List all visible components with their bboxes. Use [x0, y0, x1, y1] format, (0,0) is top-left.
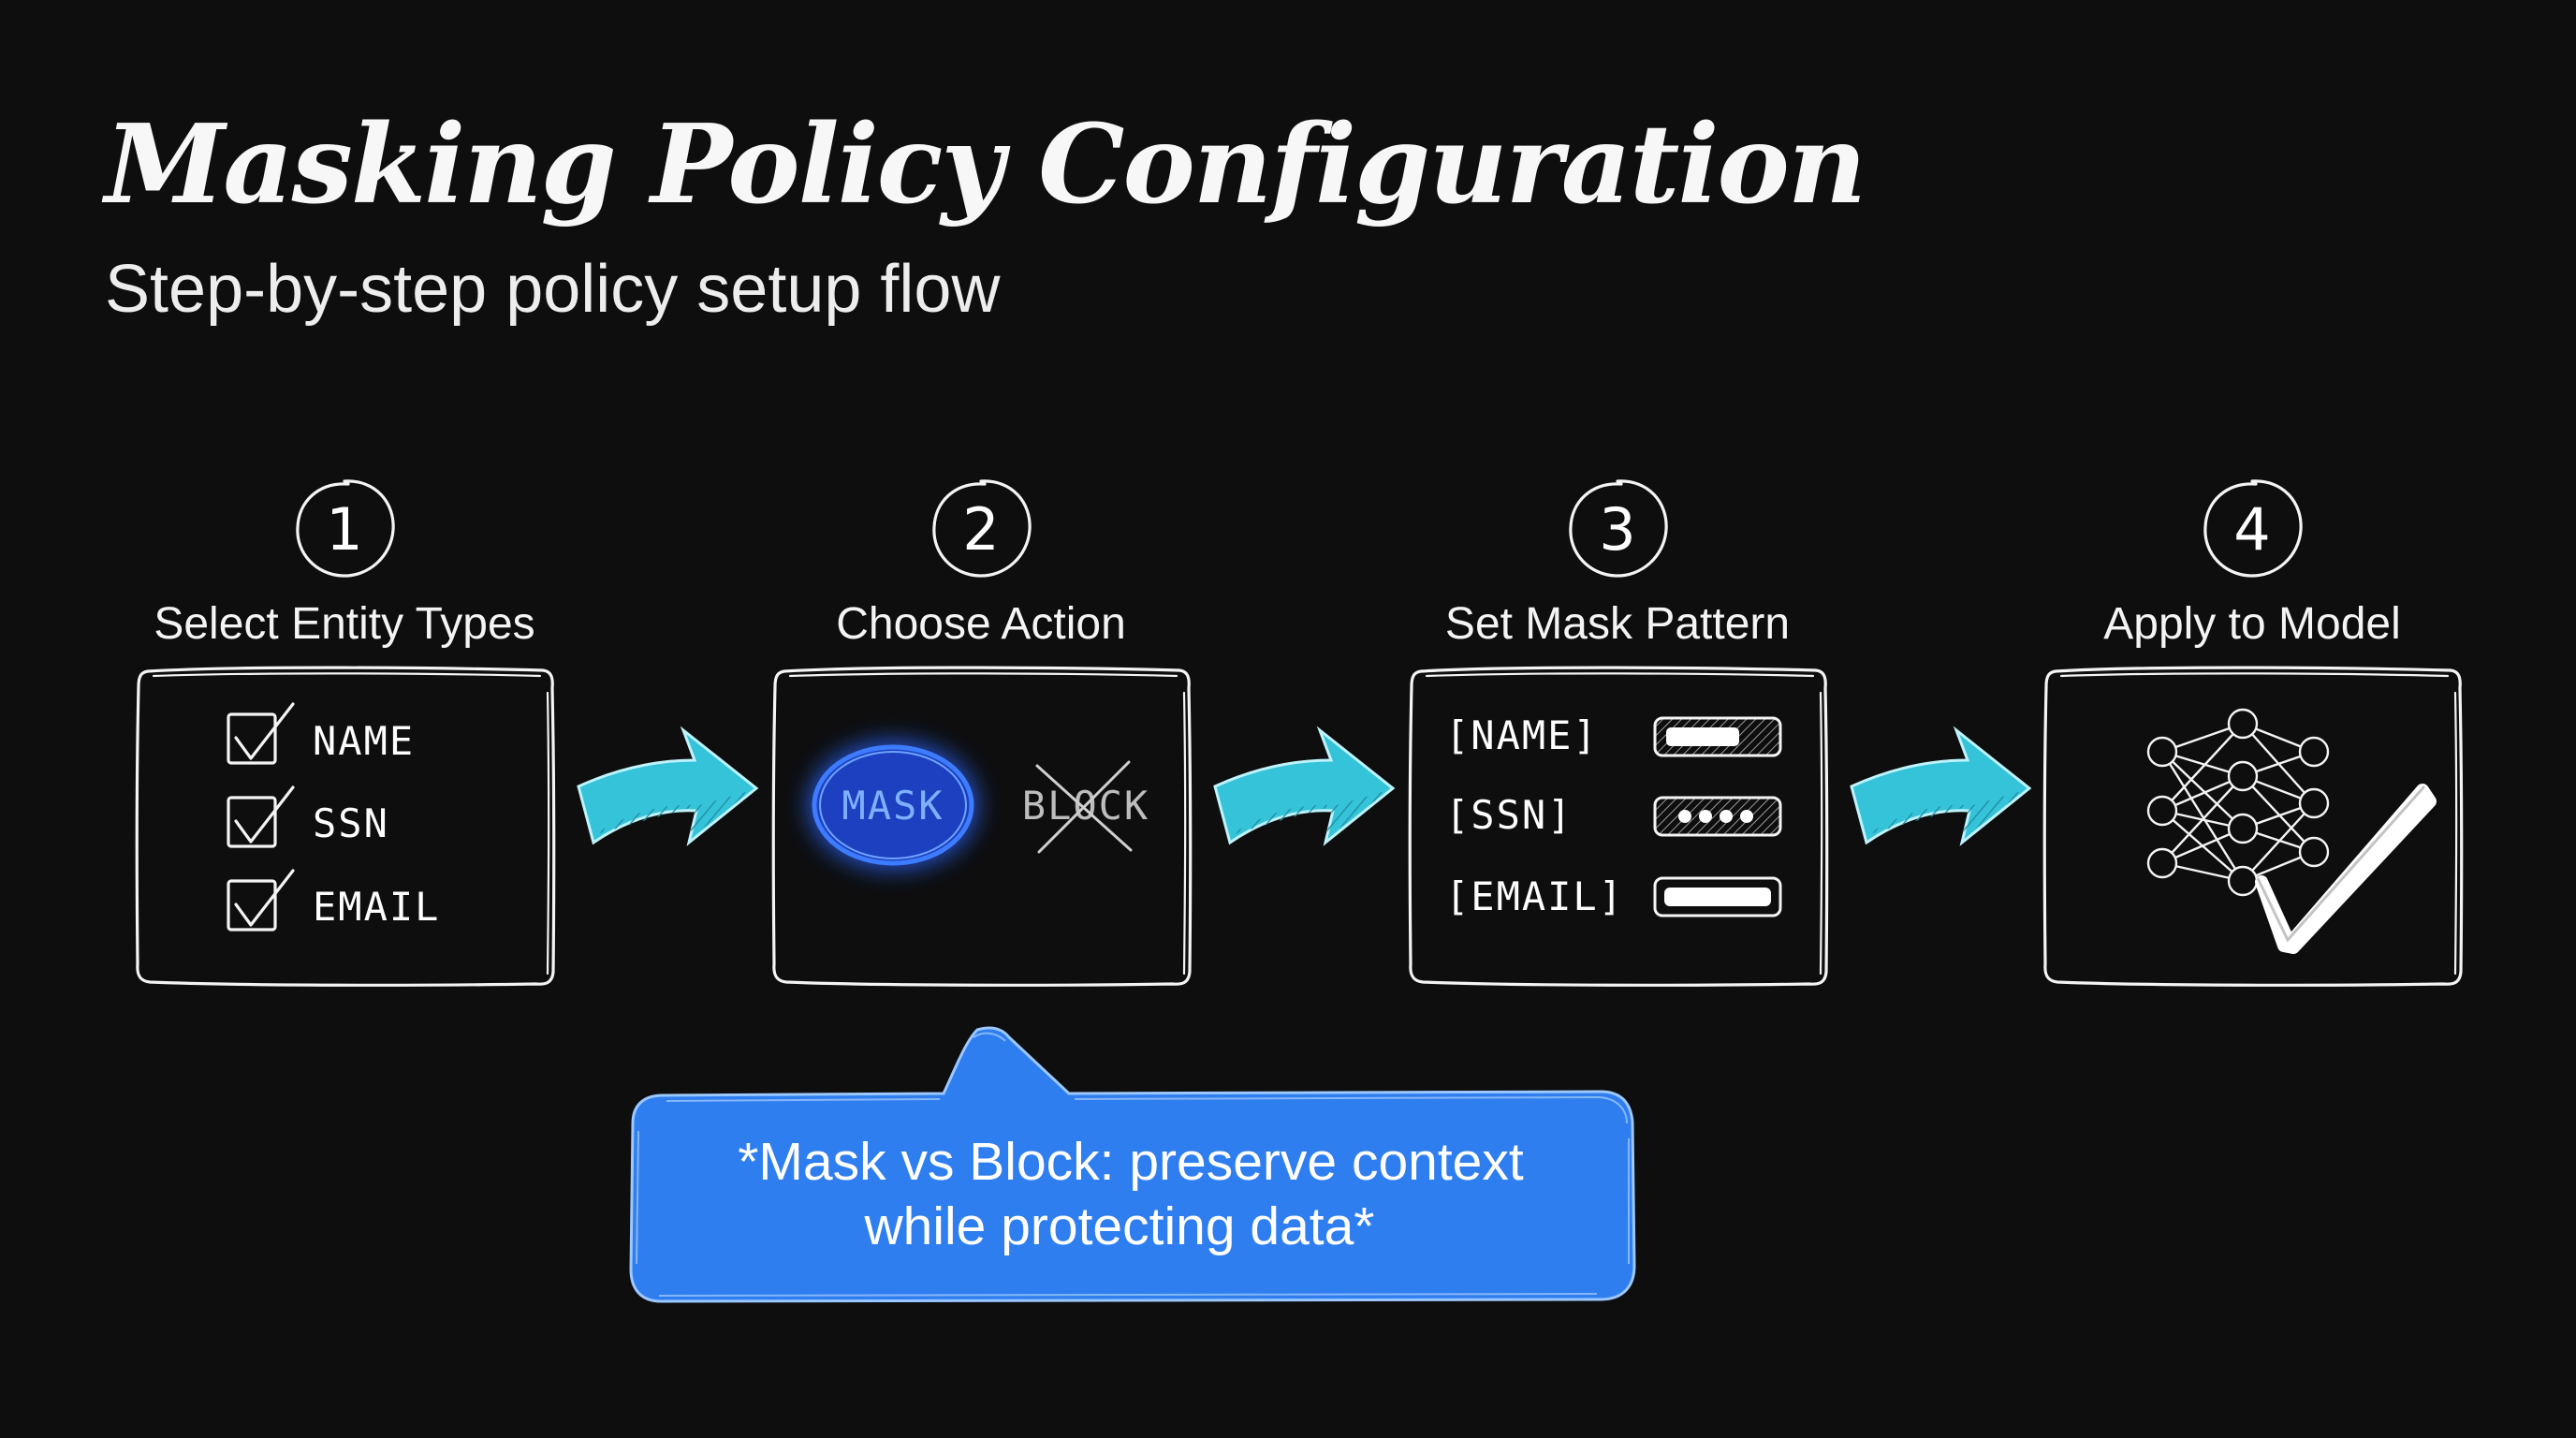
entity-email-label: EMAIL [313, 884, 440, 930]
ssn-dots-icon [1678, 810, 1753, 823]
step-3-card [1408, 666, 1829, 987]
flow-arrow-2-icon [1213, 726, 1396, 846]
name-checkbox[interactable] [227, 712, 277, 765]
email-checkbox[interactable] [227, 879, 277, 932]
step-1-label: Select Entity Types [154, 599, 534, 649]
entity-ssn-label: SSN [313, 800, 389, 846]
callout-line-2: while protecting data* [863, 1196, 1374, 1256]
email-mask-field[interactable] [1653, 876, 1782, 917]
entity-row-name[interactable]: NAME [227, 702, 415, 765]
entity-name-label: NAME [313, 718, 415, 764]
pattern-email-label: [EMAIL] [1445, 873, 1624, 919]
pattern-row-email: [EMAIL] [1445, 873, 1782, 919]
name-check-icon [234, 702, 295, 760]
step-1: 1 Select Entity Types NAME SSN EMAIL [135, 479, 556, 987]
flow-arrow-3-icon [1850, 726, 2032, 846]
page-subtitle: Step-by-step policy setup flow [105, 252, 1001, 327]
pattern-name-label: [NAME] [1445, 712, 1599, 758]
mask-option-label: MASK [842, 783, 944, 829]
flow-arrow-1-icon [577, 726, 759, 846]
step-4: 4 Apply to Model [2042, 479, 2464, 987]
block-option-button[interactable]: BLOCK [1022, 760, 1149, 854]
mask-vs-block-callout: *Mask vs Block: preserve context while p… [629, 1026, 1636, 1303]
step-2-label: Choose Action [836, 599, 1126, 649]
email-check-icon [234, 869, 295, 927]
step-2: 2 Choose Action MASK BLOCK [771, 479, 1193, 987]
pattern-ssn-label: [SSN] [1445, 792, 1573, 838]
step-1-number-badge: 1 [296, 479, 395, 578]
ssn-check-icon [234, 785, 295, 844]
page-title: Masking Policy Configuration [105, 101, 1866, 228]
entity-row-ssn[interactable]: SSN [227, 785, 389, 848]
step-3-number-badge: 3 [1569, 479, 1668, 578]
callout-line-1: *Mask vs Block: preserve context [738, 1132, 1524, 1192]
pattern-row-ssn: [SSN] [1445, 792, 1782, 838]
neural-network-icon [2146, 708, 2330, 897]
step-2-number: 2 [962, 495, 999, 564]
pattern-row-name: [NAME] [1445, 712, 1782, 758]
step-1-card [135, 666, 556, 987]
mask-option-button[interactable]: MASK [812, 744, 974, 866]
ssn-mask-field[interactable] [1653, 796, 1782, 837]
checkmark-icon [2255, 784, 2437, 954]
step-3-label: Set Mask Pattern [1445, 599, 1790, 649]
step-4-card [2042, 666, 2464, 987]
step-4-number-badge: 4 [2203, 479, 2303, 578]
step-2-number-badge: 2 [932, 479, 1032, 578]
step-3: 3 Set Mask Pattern [NAME] [SSN] [1408, 479, 1829, 987]
step-1-number: 1 [326, 495, 362, 564]
step-4-label: Apply to Model [2103, 599, 2401, 649]
step-4-number: 4 [2233, 495, 2270, 564]
ssn-checkbox[interactable] [227, 796, 277, 848]
block-crossed-out-icon [1035, 760, 1133, 854]
entity-row-email[interactable]: EMAIL [227, 869, 440, 932]
step-2-card [771, 666, 1193, 987]
step-3-number: 3 [1599, 495, 1635, 564]
name-mask-field[interactable] [1653, 716, 1782, 757]
